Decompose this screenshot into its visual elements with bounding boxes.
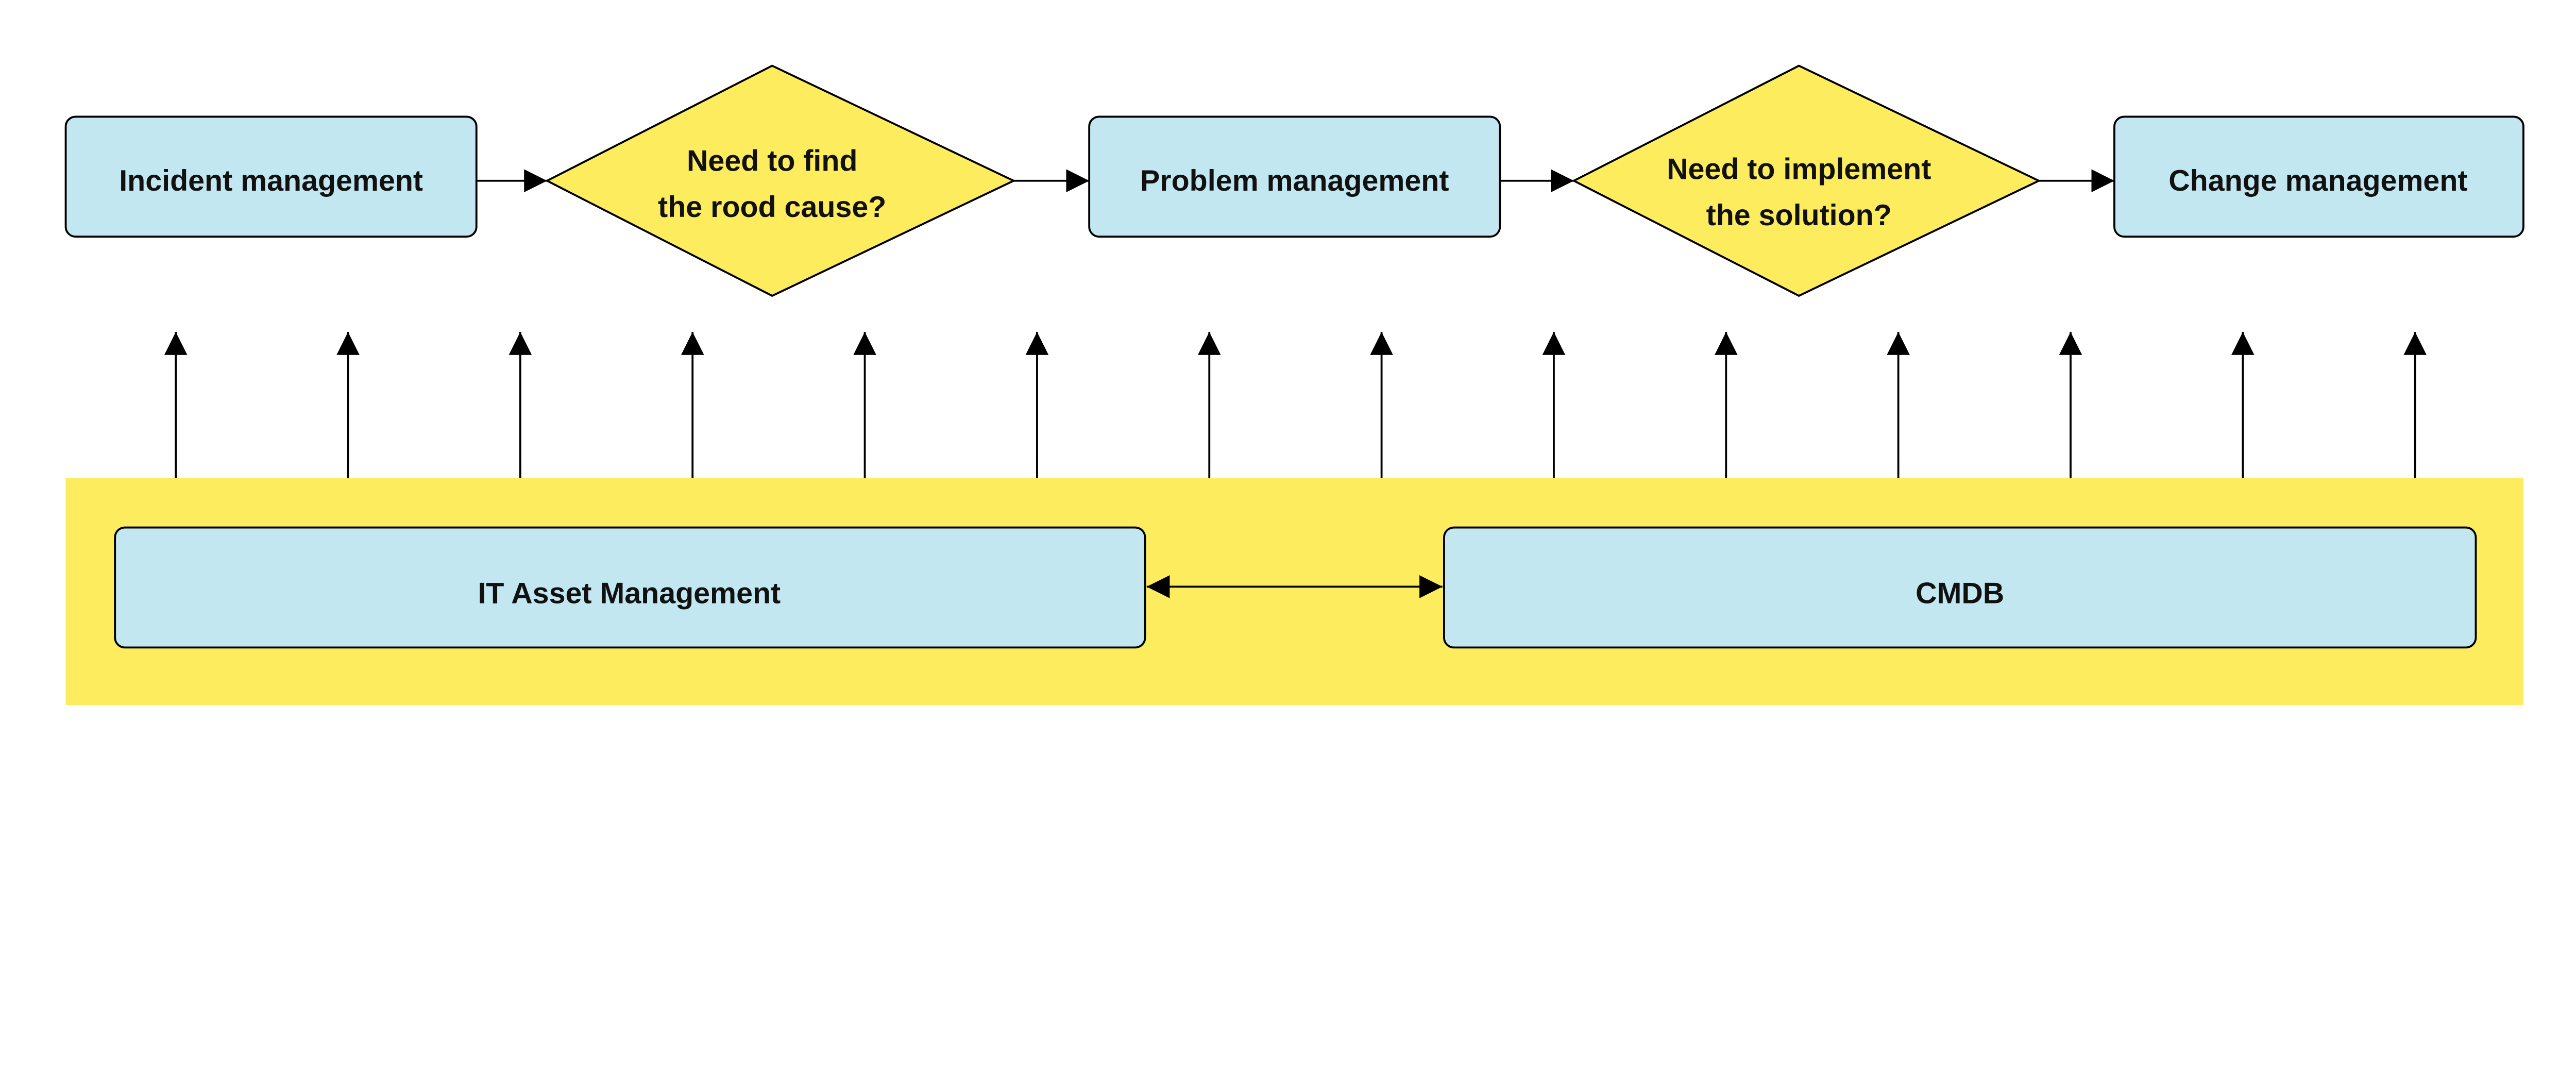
itam-label: IT Asset Management: [478, 577, 781, 610]
decision1-line2: the rood cause?: [658, 191, 886, 224]
node-cmdb: CMDB: [1443, 526, 2477, 649]
decision-root-cause: Need to find the rood cause?: [545, 64, 1016, 297]
incident-label: Incident management: [119, 164, 423, 197]
itsm-flow-diagram: Incident management Need to find the roo…: [64, 64, 2524, 705]
node-itam: IT Asset Management: [114, 526, 1146, 649]
change-label: Change management: [2168, 164, 2467, 197]
problem-label: Problem management: [1140, 164, 1449, 197]
decision1-line1: Need to find: [687, 145, 857, 178]
decision2-line1: Need to implement: [1667, 153, 1931, 186]
decision2-line2: the solution?: [1706, 199, 1892, 232]
decision-implement: Need to implement the solution?: [1571, 64, 2041, 297]
node-problem: Problem management: [1088, 115, 1501, 238]
cmdb-label: CMDB: [1916, 577, 2004, 610]
node-incident: Incident management: [64, 115, 478, 238]
node-change: Change management: [2113, 115, 2524, 238]
